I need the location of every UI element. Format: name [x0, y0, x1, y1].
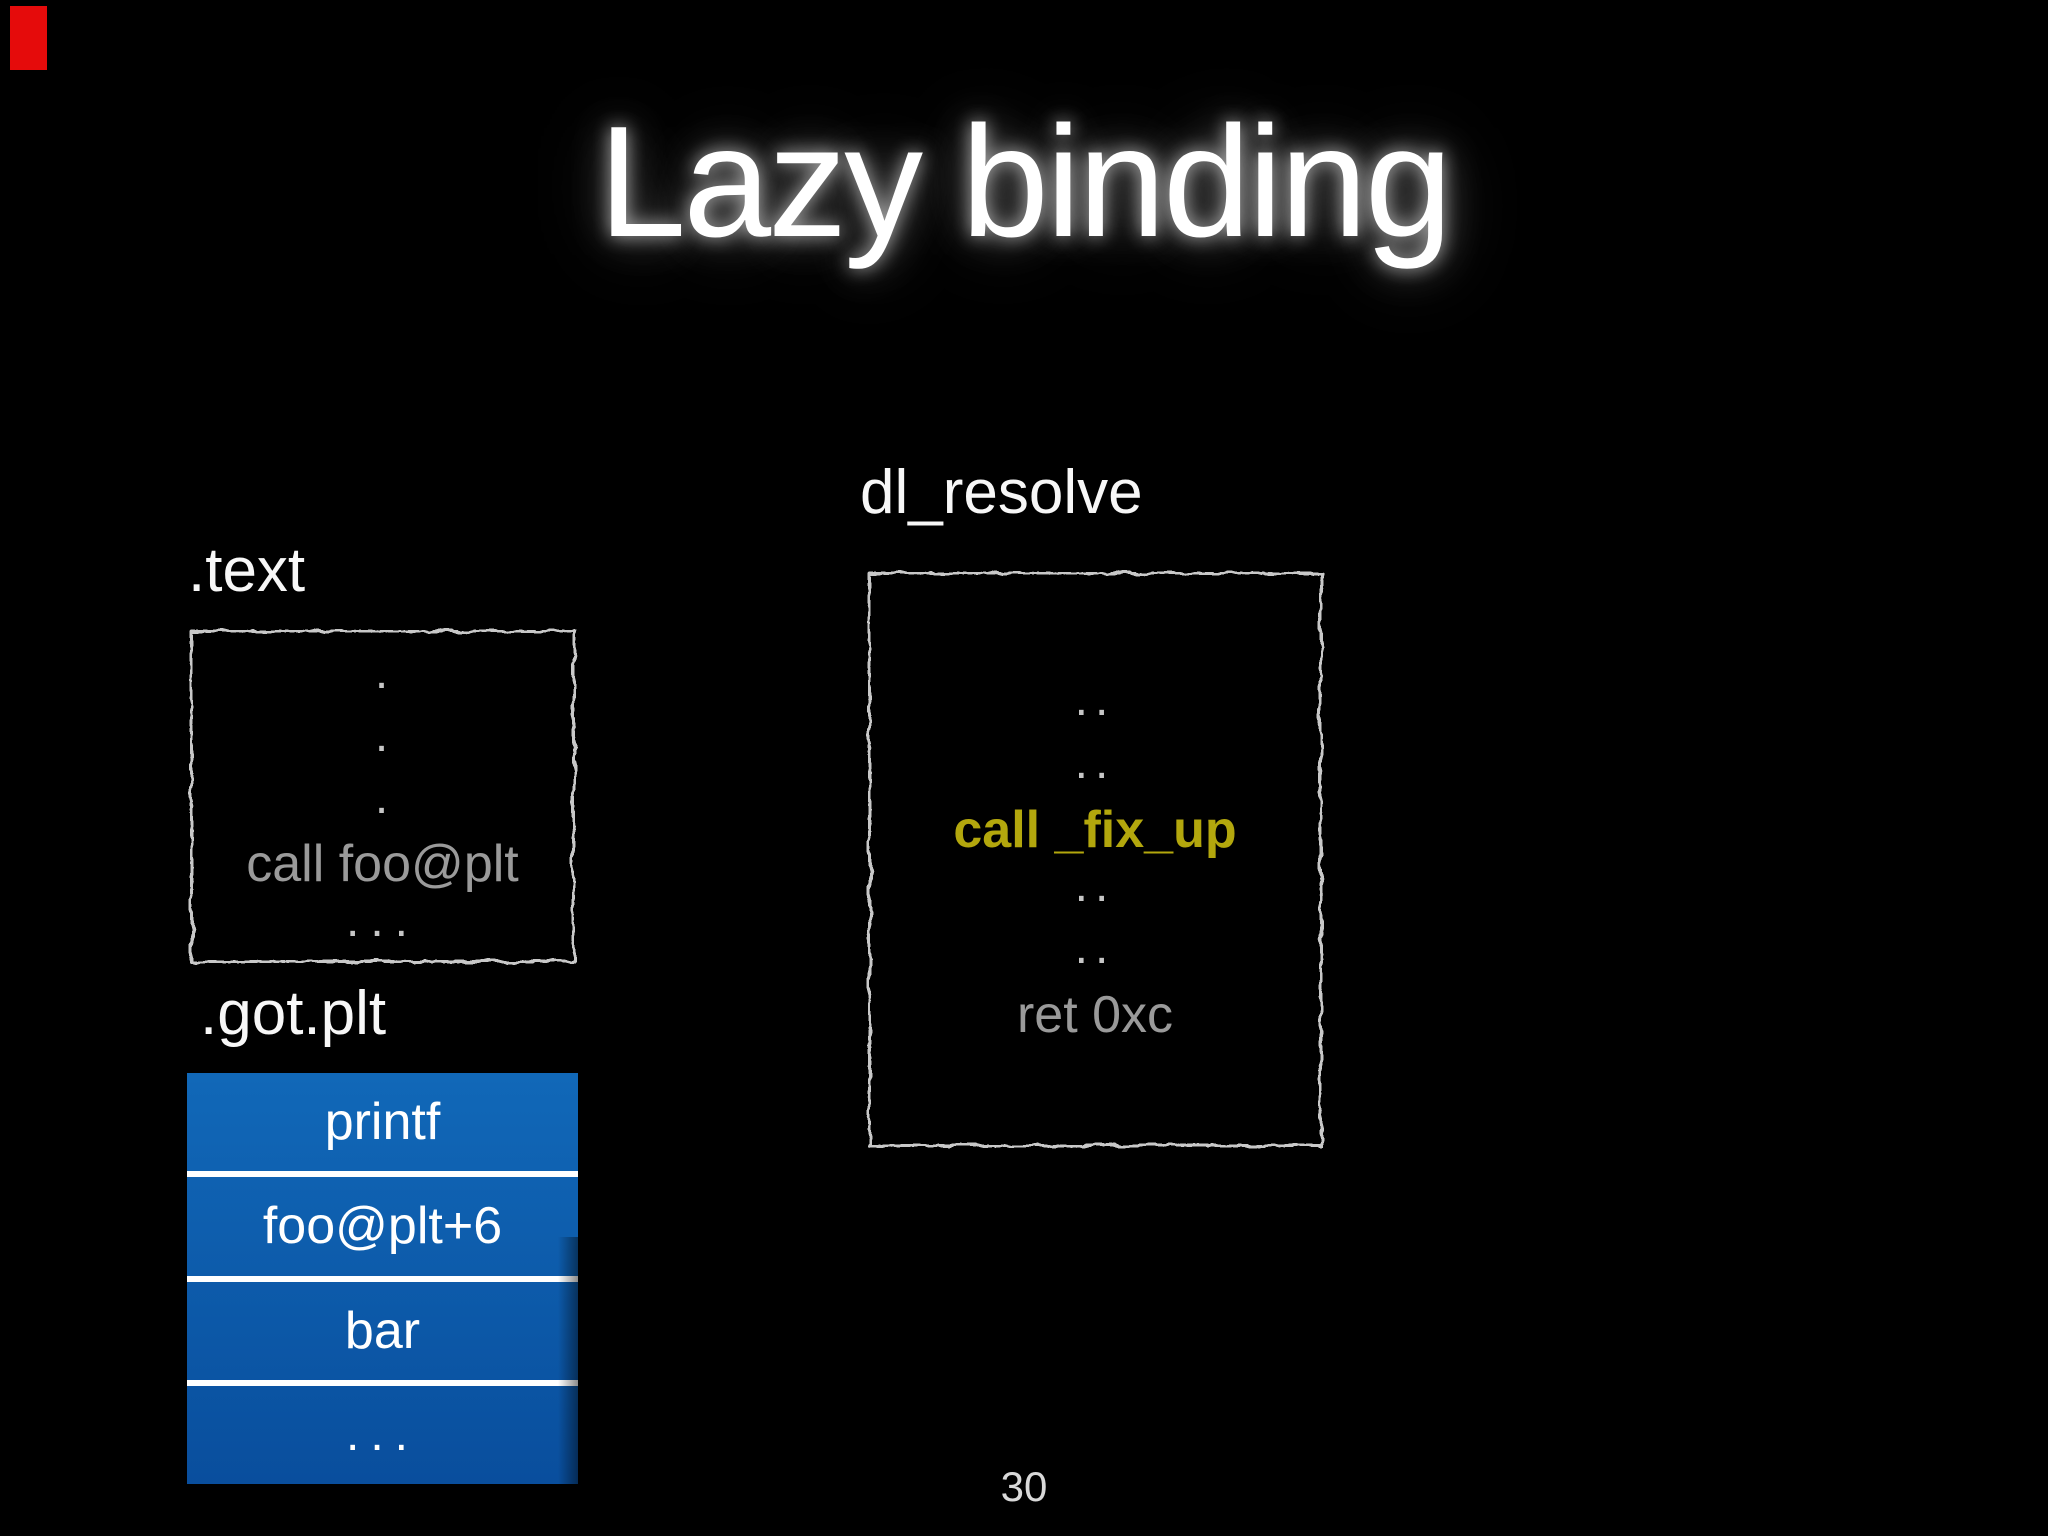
- vertical-dot-2: .: [374, 709, 391, 762]
- got-plt-section-label: .got.plt: [200, 979, 387, 1048]
- table-row-printf: printf: [187, 1073, 578, 1171]
- call-fixup-line: call _fix_up: [953, 801, 1237, 859]
- dot-pair-2: ..: [1074, 736, 1116, 789]
- dl-resolve-label: dl_resolve: [860, 458, 1143, 527]
- got-entry-label: bar: [344, 1301, 421, 1360]
- page-number: 30: [1000, 1463, 1048, 1510]
- red-corner-marker: [10, 6, 47, 70]
- got-entry-label: foo@plt+6: [262, 1197, 503, 1256]
- dot-pair-1: ..: [1074, 673, 1116, 726]
- slide-title: Lazy binding: [598, 94, 1452, 270]
- ellipsis-line: ...: [345, 894, 419, 947]
- got-plt-table: printf foo@plt+6 bar ...: [187, 1073, 578, 1484]
- table-row-bar: bar: [187, 1275, 578, 1380]
- call-foo-plt-line: call foo@plt: [246, 835, 519, 893]
- table-row-foo-plt-6: foo@plt+6: [187, 1171, 578, 1275]
- vertical-dot-3: .: [374, 771, 391, 824]
- text-section-label: .text: [188, 536, 306, 605]
- got-entry-label: printf: [324, 1093, 441, 1152]
- table-row-ellipsis: ...: [187, 1379, 578, 1484]
- dot-pair-4: ..: [1074, 921, 1116, 974]
- dl-resolve-box: .. .. call _fix_up .. .. ret 0xc: [868, 572, 1322, 1147]
- text-section-box: . . . call foo@plt ...: [190, 630, 575, 963]
- ret-line: ret 0xc: [1016, 986, 1174, 1044]
- dot-pair-3: ..: [1074, 859, 1116, 912]
- vertical-dot-1: .: [374, 646, 391, 699]
- got-entry-label: ...: [345, 1408, 419, 1462]
